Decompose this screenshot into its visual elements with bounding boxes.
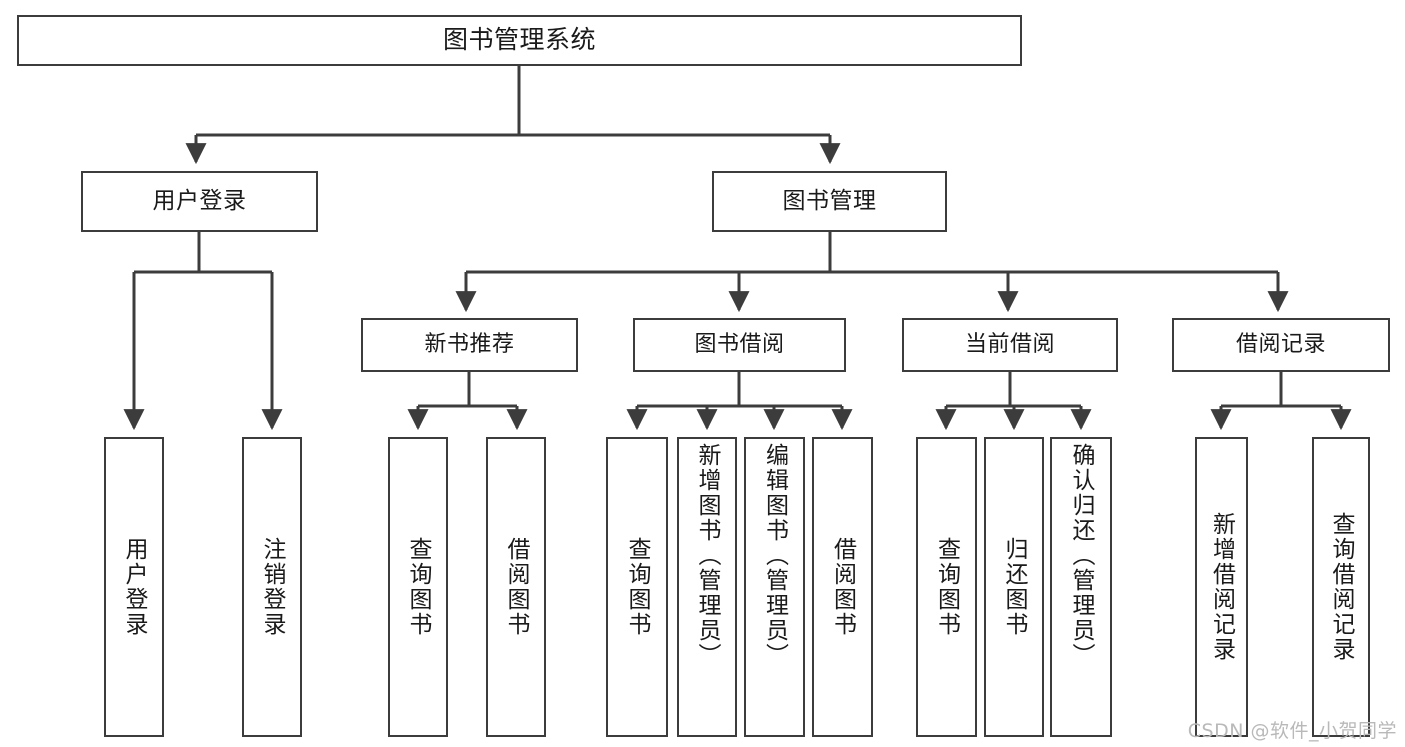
node-root-label: 图书管理系统 — [442, 25, 596, 55]
node-leaf-user-logout[interactable]: 注销登录 — [242, 437, 302, 737]
node-leaf-query-book-1[interactable]: 查询图书 — [388, 437, 448, 737]
node-leaf-query-record[interactable]: 查询借阅记录 — [1312, 437, 1370, 737]
node-book-borrow-label: 图书借阅 — [694, 332, 785, 358]
node-leaf-confirm-return-label: 确认归还（管理员） — [1068, 443, 1095, 668]
node-leaf-user-login[interactable]: 用户登录 — [104, 437, 164, 737]
node-leaf-add-record[interactable]: 新增借阅记录 — [1195, 437, 1248, 737]
node-user-login[interactable]: 用户登录 — [81, 171, 318, 232]
node-root[interactable]: 图书管理系统 — [17, 15, 1022, 66]
node-leaf-query-record-label: 查询借阅记录 — [1328, 512, 1355, 662]
node-book-manage-label: 图书管理 — [782, 188, 877, 215]
node-current-borrow-label: 当前借阅 — [964, 332, 1055, 358]
watermark: CSDN @软件_小贺同学 — [1187, 720, 1397, 742]
node-leaf-return-book[interactable]: 归还图书 — [984, 437, 1044, 737]
node-new-book-rec[interactable]: 新书推荐 — [361, 318, 578, 372]
node-new-book-rec-label: 新书推荐 — [424, 332, 515, 358]
node-borrow-record[interactable]: 借阅记录 — [1172, 318, 1390, 372]
node-user-login-label: 用户登录 — [152, 188, 247, 215]
node-book-borrow[interactable]: 图书借阅 — [633, 318, 846, 372]
node-leaf-borrow-book-2-label: 借阅图书 — [829, 537, 856, 637]
node-leaf-user-logout-label: 注销登录 — [259, 537, 286, 637]
node-leaf-query-book-3-label: 查询图书 — [933, 537, 960, 637]
node-leaf-add-record-label: 新增借阅记录 — [1208, 512, 1235, 662]
node-leaf-user-login-label: 用户登录 — [121, 537, 148, 637]
node-leaf-edit-book-label: 编辑图书（管理员） — [761, 443, 788, 668]
node-borrow-record-label: 借阅记录 — [1235, 332, 1326, 358]
node-leaf-confirm-return[interactable]: 确认归还（管理员） — [1050, 437, 1112, 737]
node-leaf-return-book-label: 归还图书 — [1001, 537, 1028, 637]
node-leaf-borrow-book-2[interactable]: 借阅图书 — [812, 437, 873, 737]
node-leaf-add-book-label: 新增图书（管理员） — [694, 443, 721, 668]
node-leaf-query-book-1-label: 查询图书 — [405, 537, 432, 637]
node-current-borrow[interactable]: 当前借阅 — [902, 318, 1118, 372]
node-leaf-query-book-2-label: 查询图书 — [624, 537, 651, 637]
node-leaf-query-book-2[interactable]: 查询图书 — [606, 437, 668, 737]
node-book-manage[interactable]: 图书管理 — [712, 171, 947, 232]
node-leaf-edit-book[interactable]: 编辑图书（管理员） — [744, 437, 805, 737]
node-leaf-add-book[interactable]: 新增图书（管理员） — [677, 437, 737, 737]
node-leaf-borrow-book-1[interactable]: 借阅图书 — [486, 437, 546, 737]
node-leaf-borrow-book-1-label: 借阅图书 — [503, 537, 530, 637]
node-leaf-query-book-3[interactable]: 查询图书 — [916, 437, 977, 737]
